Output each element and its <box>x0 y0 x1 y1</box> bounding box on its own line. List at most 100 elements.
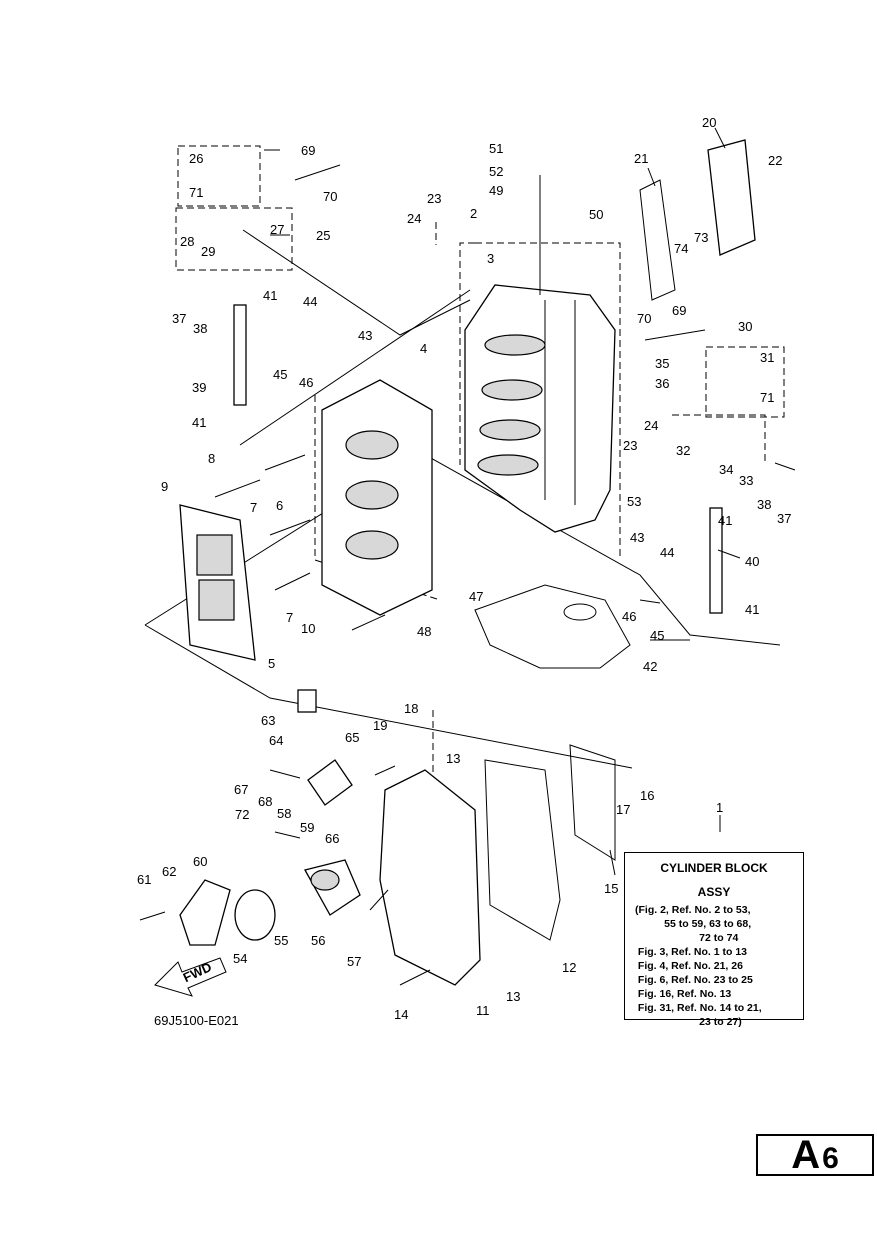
ref-line: 23 to 27) <box>635 1016 742 1028</box>
callout-16: 16 <box>640 788 654 803</box>
callout-35: 35 <box>655 356 669 371</box>
info-box: CYLINDER BLOCK ASSY (Fig. 2, Ref. No. 2 … <box>624 852 804 1028</box>
page-plate-number: 6 <box>822 1142 839 1175</box>
callout-69b: 69 <box>672 303 686 318</box>
callout-41c: 41 <box>718 513 732 528</box>
gasket <box>474 584 631 669</box>
callout-68: 68 <box>258 794 272 809</box>
callout-33: 33 <box>739 473 753 488</box>
callout-24b: 24 <box>644 418 658 433</box>
callout-45b: 45 <box>650 628 664 643</box>
callout-50: 50 <box>589 207 603 222</box>
callout-11: 11 <box>476 1003 490 1018</box>
callout-58: 58 <box>277 806 291 821</box>
oil-filter-group <box>154 689 361 997</box>
callout-5: 5 <box>268 656 275 671</box>
ref-line: 72 to 74 <box>635 932 739 944</box>
callout-53: 53 <box>627 494 641 509</box>
callout-47: 47 <box>469 589 483 604</box>
ref-line: 55 to 59, 63 to 68, <box>635 918 752 930</box>
callout-13b: 13 <box>506 989 520 1004</box>
tubes-and-rods <box>233 164 723 614</box>
callout-3: 3 <box>487 251 494 266</box>
callout-40: 40 <box>745 554 759 569</box>
callout-59: 59 <box>300 820 314 835</box>
callout-41d: 41 <box>745 602 759 617</box>
callout-42: 42 <box>643 659 657 674</box>
callout-labels: 1 2 3 4 5 6 7 7 8 9 10 11 12 13 13 14 15… <box>137 115 791 1022</box>
ref-line: (Fig. 2, Ref. No. 2 to 53, <box>635 904 751 916</box>
callout-63: 63 <box>261 713 275 728</box>
callout-1: 1 <box>716 800 723 815</box>
callout-46b: 46 <box>622 609 636 624</box>
callout-70a: 70 <box>323 189 337 204</box>
callout-48: 48 <box>417 624 431 639</box>
cylinder-block <box>464 284 616 533</box>
callout-32: 32 <box>676 443 690 458</box>
callout-41b: 41 <box>192 415 206 430</box>
callout-54: 54 <box>233 951 247 966</box>
callout-7b: 7 <box>286 610 293 625</box>
exhaust-cover <box>639 139 756 301</box>
callout-43a: 43 <box>358 328 372 343</box>
ref-line: Fig. 4, Ref. No. 21, 26 <box>635 960 743 972</box>
callout-21: 21 <box>634 151 648 166</box>
ref-line: Fig. 6, Ref. No. 23 to 25 <box>635 974 753 986</box>
callout-37b: 37 <box>777 511 791 526</box>
callout-62: 62 <box>162 864 176 879</box>
callout-38a: 38 <box>193 321 207 336</box>
callout-27: 27 <box>270 222 284 237</box>
callout-29: 29 <box>201 244 215 259</box>
callout-23b: 23 <box>623 438 637 453</box>
diagram-code: 69J5100-E021 <box>154 1013 239 1028</box>
callout-41a: 41 <box>263 288 277 303</box>
callout-9: 9 <box>161 479 168 494</box>
callout-15: 15 <box>604 881 618 896</box>
callout-56: 56 <box>311 933 325 948</box>
callout-49: 49 <box>489 183 503 198</box>
callout-30: 30 <box>738 319 752 334</box>
callout-44a: 44 <box>303 294 317 309</box>
callout-10: 10 <box>301 621 315 636</box>
ref-line: Fig. 31, Ref. No. 14 to 21, <box>635 1002 762 1014</box>
fwd-label: FWD <box>181 959 214 985</box>
callout-8: 8 <box>208 451 215 466</box>
bolts <box>139 454 796 986</box>
callout-70b: 70 <box>637 311 651 326</box>
callout-19: 19 <box>373 718 387 733</box>
callout-55: 55 <box>274 933 288 948</box>
callout-28: 28 <box>180 234 194 249</box>
ref-line: Fig. 3, Ref. No. 1 to 13 <box>635 946 748 958</box>
head-cover <box>179 504 256 661</box>
callout-64: 64 <box>269 733 283 748</box>
info-box-title: CYLINDER BLOCK <box>660 861 768 875</box>
callout-46a: 46 <box>299 375 313 390</box>
callout-31: 31 <box>760 350 774 365</box>
leader-lines <box>264 127 741 911</box>
callout-17: 17 <box>616 802 630 817</box>
callout-18: 18 <box>404 701 418 716</box>
info-box-refs: (Fig. 2, Ref. No. 2 to 53, 55 to 59, 63 … <box>635 903 803 1029</box>
callout-26: 26 <box>189 151 203 166</box>
callout-24a: 24 <box>407 211 421 226</box>
callout-65: 65 <box>345 730 359 745</box>
callout-38b: 38 <box>757 497 771 512</box>
callout-67: 67 <box>234 782 248 797</box>
callout-34: 34 <box>719 462 733 477</box>
callout-37a: 37 <box>172 311 186 326</box>
callout-14: 14 <box>394 1007 408 1022</box>
page-plate: A 6 <box>756 1132 874 1177</box>
callout-2: 2 <box>470 206 477 221</box>
callout-44b: 44 <box>660 545 674 560</box>
page-plate-letter: A <box>791 1132 821 1177</box>
callout-61: 61 <box>137 872 151 887</box>
callout-60: 60 <box>193 854 207 869</box>
dashed-group-boxes <box>175 145 785 780</box>
callout-36: 36 <box>655 376 669 391</box>
crankcase <box>379 744 616 986</box>
callout-52: 52 <box>489 164 503 179</box>
callout-7a: 7 <box>250 500 257 515</box>
callout-12: 12 <box>562 960 576 975</box>
callout-20: 20 <box>702 115 716 130</box>
